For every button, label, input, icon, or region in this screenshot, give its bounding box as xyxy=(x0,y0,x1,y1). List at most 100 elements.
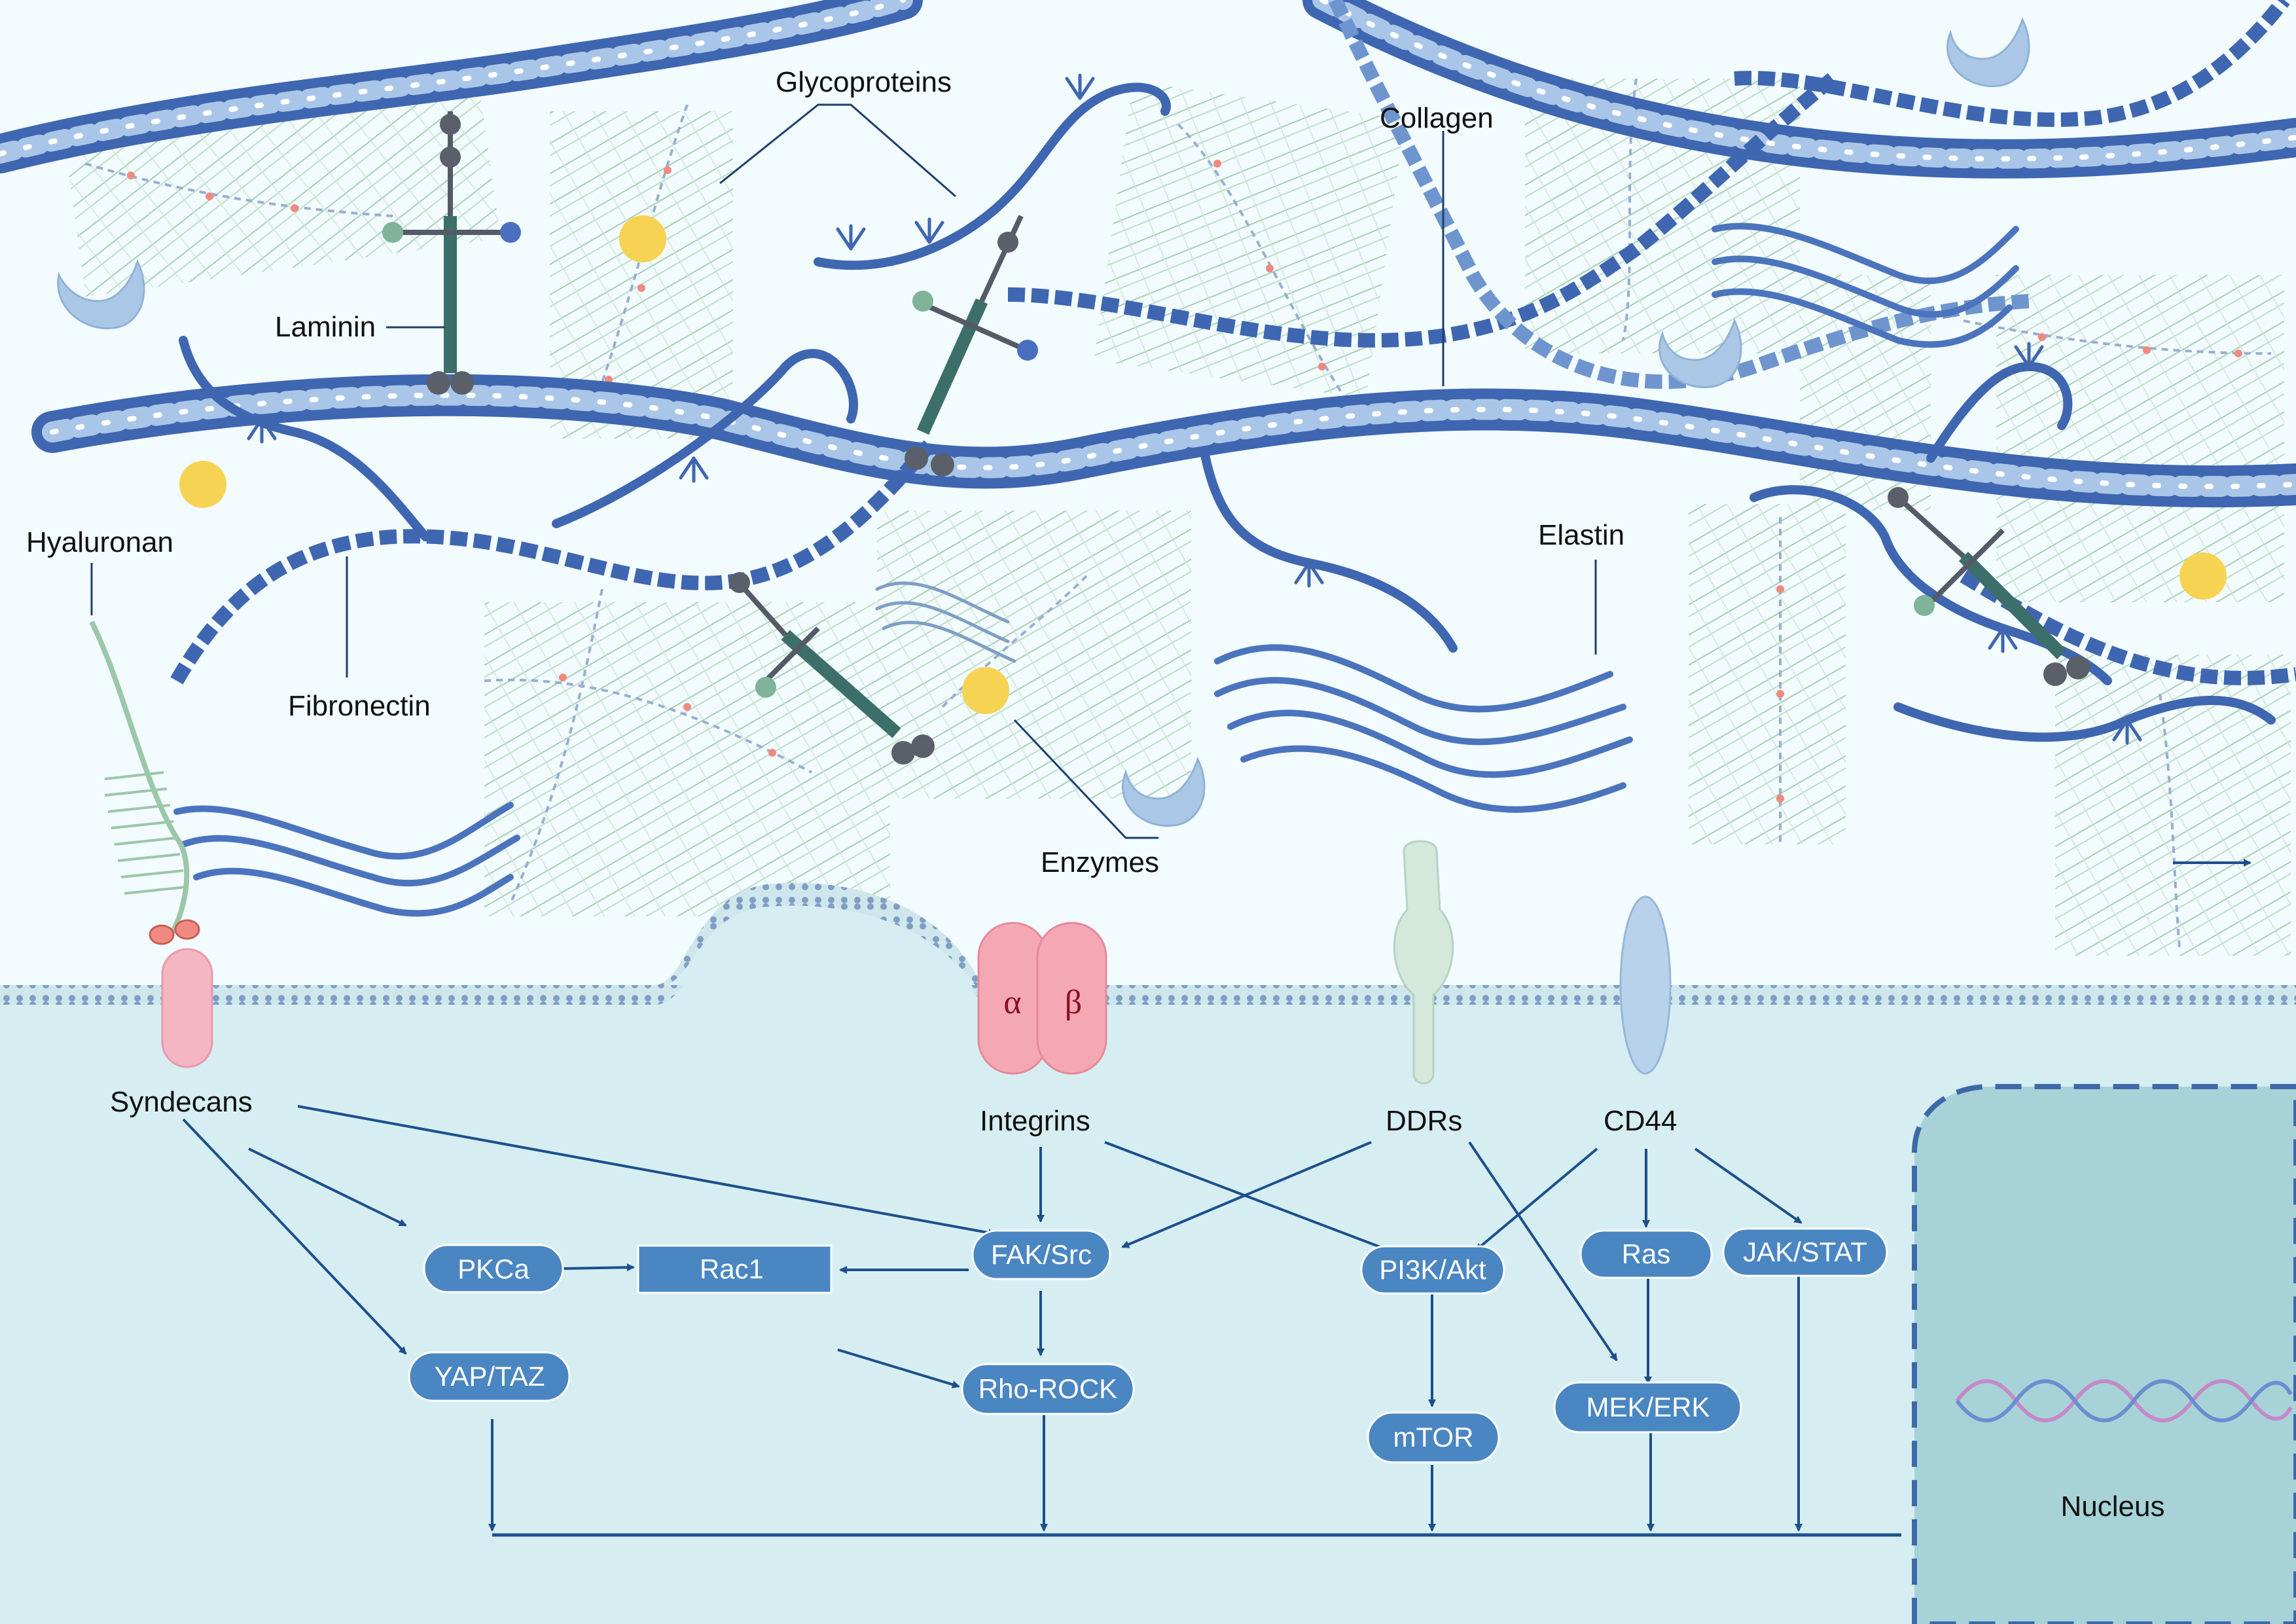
hyaluronan-chain xyxy=(89,621,190,938)
pg-link xyxy=(2038,333,2046,341)
leader-glycoproteins xyxy=(719,103,956,198)
pg-link xyxy=(637,284,645,292)
mtor-label: mTOR xyxy=(1393,1422,1474,1453)
elastin-fiber xyxy=(1227,710,1633,778)
pg-link xyxy=(291,204,298,212)
laminin-arm xyxy=(1896,496,1965,558)
enzymes-label: Enzymes xyxy=(1041,846,1159,878)
elastin-fiber xyxy=(173,802,514,860)
rhorock-shape xyxy=(961,1363,1135,1415)
glycan-branch xyxy=(2112,718,2142,745)
laminin-domain xyxy=(2043,662,2067,686)
nucleus-label: Nucleus xyxy=(2061,1490,2165,1523)
pg-chain xyxy=(2159,693,2181,950)
glycan-branch xyxy=(2014,342,2044,369)
elastin-fiber xyxy=(180,835,520,887)
mtor-shape xyxy=(1367,1411,1500,1464)
glycoproteins-label: Glycoproteins xyxy=(776,66,952,98)
pg-chain xyxy=(1963,319,2272,355)
arrow-integrins-to-pi3kakt xyxy=(1104,1141,1399,1255)
pg-link xyxy=(127,171,135,179)
faksrc-box: FAK/Src xyxy=(971,1229,1111,1280)
nucleus: Nucleus xyxy=(1912,1084,2296,1624)
glycan-branch xyxy=(679,456,709,483)
glycoprotein-strand xyxy=(552,349,858,528)
pg-link xyxy=(768,749,776,757)
laminin-coiled-coil xyxy=(1958,551,2067,660)
pg-link xyxy=(559,674,567,681)
yaptaz-label: YAP/TAZ xyxy=(435,1361,545,1392)
glycan-branch xyxy=(1294,561,1324,588)
laminin-coiled-coil xyxy=(916,298,988,435)
collagen-fiber-stripe xyxy=(0,0,906,156)
enzymes xyxy=(57,17,2030,827)
yellow-balls xyxy=(179,215,2227,714)
arrow-pkca-to-rac1 xyxy=(562,1263,635,1272)
elastin-fiber xyxy=(1712,288,2013,348)
signaling-arrows xyxy=(182,859,2251,1537)
pg-link xyxy=(1776,690,1784,698)
mtor-box: mTOR xyxy=(1367,1411,1500,1464)
hyaluronan-side-chain xyxy=(104,771,164,780)
elastin-fiber xyxy=(1214,677,1626,746)
ddr-receptor xyxy=(1393,840,1454,1085)
arrow-ddrs-to-faksrc xyxy=(1121,1141,1372,1248)
laminin-domain xyxy=(450,371,474,395)
arrow-syndecans-to-pkca xyxy=(248,1147,407,1227)
enzyme xyxy=(57,259,145,329)
laminin-molecule xyxy=(905,215,1038,477)
hyaluronan-label: Hyaluronan xyxy=(26,526,173,558)
mekerk-shape xyxy=(1553,1381,1742,1434)
faksrc-label: FAK/Src xyxy=(991,1239,1092,1270)
elastin-bundles xyxy=(173,223,2019,917)
elastin-fiber xyxy=(882,621,1016,663)
ras-box: Ras xyxy=(1579,1229,1713,1279)
laminin-domain xyxy=(755,677,776,698)
hyaluronan-side-chain xyxy=(114,837,177,846)
yellow-ball xyxy=(179,461,226,508)
laminin-domain xyxy=(500,222,521,243)
laminin-domain xyxy=(905,446,928,470)
laminin-domain xyxy=(1017,340,1038,361)
elastin-fiber xyxy=(1712,255,2019,318)
arrow-syndecans-to-faksrc xyxy=(297,1105,996,1237)
laminin-domain xyxy=(440,147,461,168)
proteoglycan-links xyxy=(127,160,2242,803)
hyaluronan-side-chains xyxy=(104,771,187,895)
mekerk-box: MEK/ERK xyxy=(1553,1381,1742,1434)
laminin-domain xyxy=(2066,656,2090,679)
pg-link xyxy=(1776,795,1784,803)
elastin-fiber xyxy=(1712,223,2019,284)
laminin-domain xyxy=(911,734,935,758)
rhorock-box: Rho-ROCK xyxy=(961,1363,1135,1415)
laminin-molecule xyxy=(1888,487,2090,686)
cd44-receptor xyxy=(1619,895,1672,1075)
elastin-bundle xyxy=(1712,223,2019,348)
hyaluronan-side-chain xyxy=(107,804,171,813)
hyaluronan-side-chain xyxy=(117,853,181,862)
cell-membrane xyxy=(0,882,2296,1005)
elastin-label: Elastin xyxy=(1538,519,1624,551)
rac1-label: Rac1 xyxy=(700,1254,764,1284)
elastin-fiber xyxy=(875,601,1010,643)
membrane-bilayer xyxy=(0,882,2296,1005)
fibronectin-chain xyxy=(170,440,935,685)
pathway-boxes: PKCa Rac1 FAK/Src PI3K/Akt Ras JAK/STAT … xyxy=(408,1227,1888,1464)
yellow-ball xyxy=(962,667,1009,714)
fibronectin-label: Fibronectin xyxy=(288,690,431,722)
pg-chain xyxy=(84,162,393,217)
yaptaz-box: YAP/TAZ xyxy=(408,1351,571,1402)
syndecan-head xyxy=(174,919,200,940)
faksrc-shape xyxy=(971,1229,1111,1280)
ddrs-label: DDRs xyxy=(1386,1105,1462,1137)
laminin-domain xyxy=(997,232,1018,253)
dna-strand xyxy=(1955,1379,2293,1422)
rac1-box: Rac1 xyxy=(637,1244,833,1294)
pg-link xyxy=(1318,363,1326,370)
membrane-bulge-fill xyxy=(661,906,975,985)
pg-link xyxy=(2143,346,2151,354)
laminin-molecule xyxy=(382,111,521,395)
laminin-arm xyxy=(764,626,820,683)
